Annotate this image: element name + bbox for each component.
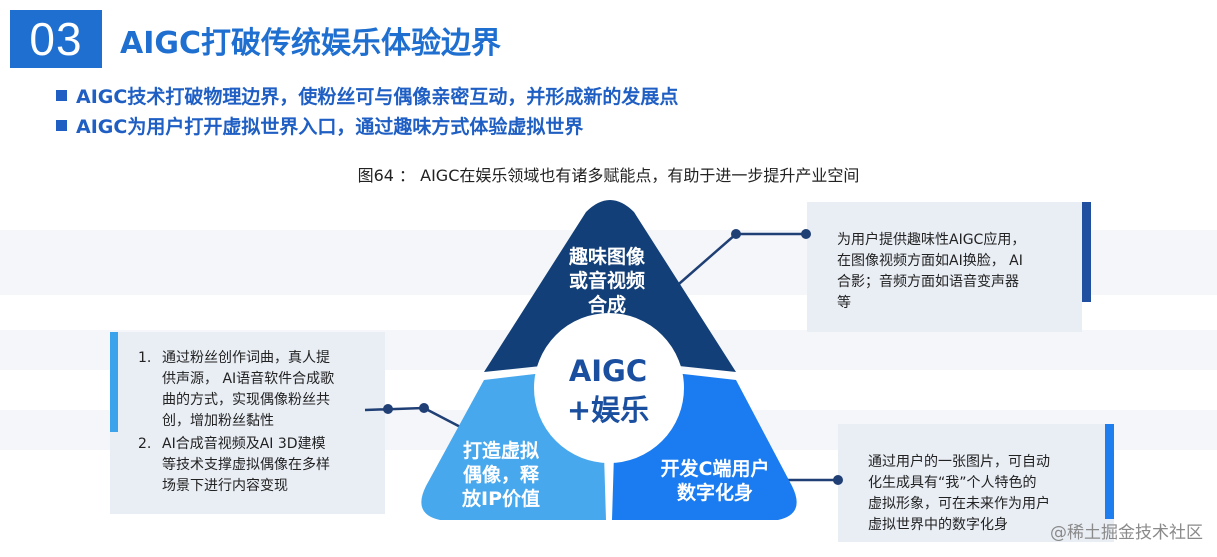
bullet-item: AIGC为用户打开虚拟世界入口，通过趣味方式体验虚拟世界 (56, 110, 678, 140)
list-item: 2. AI合成音视频及AI 3D建模 等技术支撑虚拟偶像在多样 场景下进行内容变现 (138, 434, 378, 497)
segment-top-label: 趣味图像 或音视频 合成 (568, 246, 645, 316)
accent-bar (110, 332, 118, 432)
center-ring (534, 313, 684, 463)
list-text: AI合成音视频及AI 3D建模 等技术支撑虚拟偶像在多样 场景下进行内容变现 (162, 436, 330, 494)
bullet-square-icon (56, 89, 67, 101)
callout-list: 1. 通过粉丝创作词曲，真人提 供声源， AI语音软件合成歌 曲的方式，实现偶像粉… (138, 348, 378, 499)
callout-text: 通过用户的一张图片，可自动 化生成具有“我”个人特色的 虚拟形象，可在未来作为用… (868, 454, 1050, 533)
bullet-text: AIGC为用户打开虚拟世界入口，通过趣味方式体验虚拟世界 (76, 115, 584, 138)
callout-text: 为用户提供趣味性AIGC应用， 在图像视频方面如AI换脸， AI 合影；音频方面… (837, 232, 1026, 311)
accent-bar (1082, 202, 1091, 302)
bullet-text: AIGC技术打破物理边界，使粉丝可与偶像亲密互动，并形成新的发展点 (76, 85, 679, 108)
callout-top-right: 为用户提供趣味性AIGC应用， 在图像视频方面如AI换脸， AI 合影；音频方面… (807, 202, 1091, 332)
segment-right-label: 开发C端用户 数字化身 (660, 458, 770, 504)
page-title: AIGC打破传统娱乐体验边界 (120, 26, 502, 61)
list-number: 1. (138, 350, 152, 366)
center-line-2: +娱乐 (566, 393, 650, 428)
segment-left (421, 372, 606, 520)
center-circle (537, 316, 681, 460)
section-number: 03 (10, 10, 102, 68)
connector-dot (833, 475, 843, 485)
accent-bar (1105, 424, 1114, 519)
connector-top-right (671, 232, 806, 291)
bullet-item: AIGC技术打破物理边界，使粉丝可与偶像亲密互动，并形成新的发展点 (56, 80, 678, 110)
footer-fragment (60, 548, 360, 557)
segment-right (612, 372, 797, 520)
connector-dot (383, 404, 393, 414)
center-label: AIGC +娱乐 (548, 352, 668, 430)
figure-caption: 图64 ： AIGC在娱乐领域也有诸多赋能点，有助于进一步提升产业空间 (357, 166, 860, 185)
connector-dot (801, 229, 811, 239)
list-item: 1. 通过粉丝创作词曲，真人提 供声源， AI语音软件合成歌 曲的方式，实现偶像粉… (138, 348, 378, 432)
callout-bottom-right: 通过用户的一张图片，可自动 化生成具有“我”个人特色的 虚拟形象，可在未来作为用… (838, 424, 1114, 542)
segment-left-label: 打造虚拟 偶像，释 放IP价值 (462, 440, 540, 510)
callout-left: 1. 通过粉丝创作词曲，真人提 供声源， AI语音软件合成歌 曲的方式，实现偶像粉… (110, 332, 385, 514)
center-line-1: AIGC (568, 354, 648, 388)
segment-top (484, 200, 736, 372)
list-text: 通过粉丝创作词曲，真人提 供声源， AI语音软件合成歌 曲的方式，实现偶像粉丝共… (162, 350, 335, 429)
connector-dot (731, 229, 741, 239)
bullet-list: AIGC技术打破物理边界，使粉丝可与偶像亲密互动，并形成新的发展点 AIGC为用… (56, 80, 678, 140)
connector-left (364, 406, 471, 434)
bullet-square-icon (56, 119, 67, 131)
connector-dot (419, 403, 429, 413)
watermark: @稀土掘金技术社区 (1050, 523, 1203, 543)
list-number: 2. (138, 436, 152, 452)
